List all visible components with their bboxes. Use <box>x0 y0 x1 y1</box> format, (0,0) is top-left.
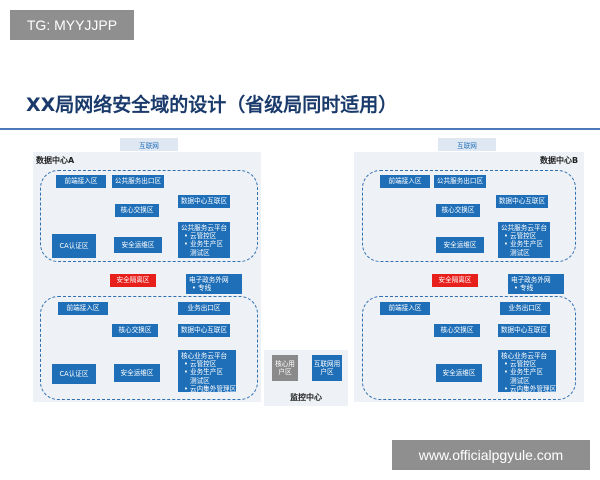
a-core-cloud-item: 云内集外管理区 <box>181 385 236 393</box>
b-core-switch: 核心交换区 <box>436 204 480 217</box>
datacenter-b-label: 数据中心B <box>540 156 579 165</box>
datacenter-b-lower-zone <box>362 296 576 400</box>
a-public-cloud: 公共服务云平台 云管控区 业务生产区 测试区 <box>178 222 230 258</box>
internet-label-a: 互联网 <box>120 138 178 151</box>
a-egov-item: 专线 <box>189 284 211 292</box>
b-isolation-zone: 安全隔离区 <box>432 274 478 287</box>
a-egov-title: 电子政务外网 <box>189 276 229 284</box>
b-core-cloud-item: 云内集外管理区 <box>501 385 556 393</box>
a-public-cloud-item: 业务生产区 <box>181 240 223 248</box>
a-isolation-zone: 安全隔离区 <box>110 274 156 287</box>
a-core-cloud: 核心业务云平台 云管控区 业务生产区 测试区 云内集外管理区 <box>178 350 236 393</box>
monitor-core-user: 核心用户区 <box>272 355 298 381</box>
b-lower-front-access: 前端接入区 <box>380 302 430 315</box>
a-dc-interconnect: 数据中心互联区 <box>178 195 230 208</box>
b-public-cloud-item: 业务生产区 <box>501 240 543 248</box>
a-core-cloud-title: 核心业务云平台 <box>181 352 228 360</box>
a-public-cloud-title: 公共服务云平台 <box>181 224 228 232</box>
b-front-access: 前端接入区 <box>380 175 430 188</box>
b-core-cloud: 核心业务云平台 云管控区 业务生产区 测试区 云内集外管理区 <box>498 350 556 393</box>
a-security-ops: 安全运维区 <box>114 237 162 253</box>
a-lower-ca: CA认证区 <box>52 364 96 384</box>
a-lower-security-ops: 安全运维区 <box>114 364 160 382</box>
b-lower-core-switch: 核心交换区 <box>434 324 480 337</box>
a-lower-front-access: 前端接入区 <box>58 302 108 315</box>
b-public-cloud: 公共服务云平台 云管控区 业务生产区 测试区 <box>498 222 550 258</box>
a-business-exit: 业务出口区 <box>178 302 230 315</box>
a-core-cloud-item: 测试区 <box>190 376 210 385</box>
b-public-cloud-item: 测试区 <box>510 248 530 257</box>
title-rule <box>0 128 600 130</box>
tag-badge: TG: MYYJJPP <box>10 10 134 40</box>
b-core-cloud-item: 业务生产区 <box>501 368 543 376</box>
a-public-cloud-item: 测试区 <box>190 248 210 257</box>
a-core-cloud-item: 云管控区 <box>181 360 216 368</box>
b-core-cloud-title: 核心业务云平台 <box>501 352 548 360</box>
b-public-exit: 公共服务出口区 <box>434 175 486 188</box>
internet-label-b: 互联网 <box>438 138 496 151</box>
b-public-cloud-title: 公共服务云平台 <box>501 224 548 232</box>
b-dc-interconnect: 数据中心互联区 <box>496 195 548 208</box>
a-ca: CA认证区 <box>52 234 96 258</box>
b-egov-extranet: 电子政务外网 专线 <box>508 274 564 294</box>
b-core-cloud-item: 云管控区 <box>501 360 536 368</box>
datacenter-b-upper-zone <box>362 170 576 262</box>
a-lower-dc-interconnect: 数据中心互联区 <box>178 324 230 337</box>
a-front-access: 前端接入区 <box>56 175 106 188</box>
monitor-internet-user: 互联网用户区 <box>312 355 342 381</box>
watermark-badge: www.officialpgyule.com <box>392 440 590 470</box>
b-public-cloud-item: 云管控区 <box>501 232 536 240</box>
a-lower-core-switch: 核心交换区 <box>112 324 158 337</box>
monitor-label: 监控中心 <box>290 393 322 402</box>
page-title: XX局网络安全域的设计（省级局同时适用） <box>26 94 398 116</box>
b-lower-security-ops: 安全运维区 <box>436 364 482 382</box>
datacenter-a-label: 数据中心A <box>36 156 75 165</box>
a-core-cloud-item: 业务生产区 <box>181 368 223 376</box>
a-public-cloud-item: 云管控区 <box>181 232 216 240</box>
a-public-exit: 公共服务出口区 <box>112 175 164 188</box>
b-security-ops: 安全运维区 <box>436 237 484 253</box>
b-core-cloud-item: 测试区 <box>510 376 530 385</box>
a-core-switch: 核心交换区 <box>115 204 159 217</box>
b-business-exit: 业务出口区 <box>500 302 550 315</box>
b-egov-title: 电子政务外网 <box>511 276 551 284</box>
b-lower-dc-interconnect: 数据中心互联区 <box>498 324 550 337</box>
datacenter-a-upper-zone <box>40 170 258 262</box>
a-egov-extranet: 电子政务外网 专线 <box>186 274 242 294</box>
datacenter-a-lower-zone <box>40 296 258 400</box>
b-egov-item: 专线 <box>511 284 533 292</box>
